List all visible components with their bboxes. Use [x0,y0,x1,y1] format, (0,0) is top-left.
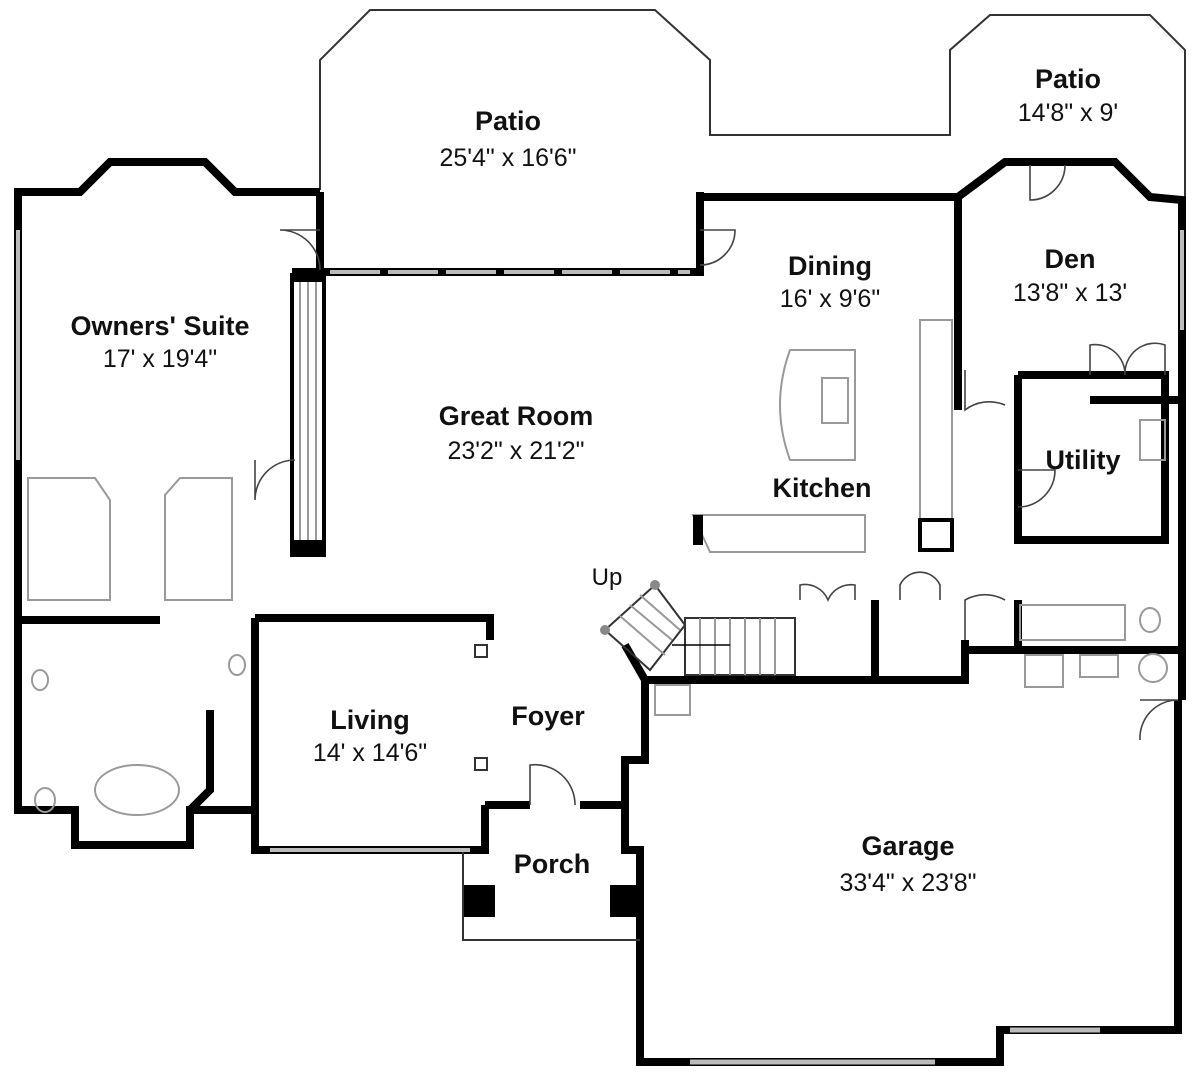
garage-size: 33'4" x 23'8" [839,869,976,897]
staircase: Up [592,564,796,676]
patio-main-name: Patio [475,106,541,136]
doors [254,164,1179,806]
owners-suite-size: 17' x 19'4" [103,345,217,373]
windows [16,230,1184,1065]
kitchen-island [779,349,856,461]
garage-name: Garage [861,831,954,861]
utility-name: Utility [1045,445,1120,475]
porch-column [463,885,495,917]
patio-side-name: Patio [1035,64,1101,94]
room-labels: Patio 25'4" x 16'6" Patio 14'8" x 9' Din… [71,64,1128,897]
patio-main-size: 25'4" x 16'6" [439,144,576,172]
walls [14,158,1186,1066]
fixtures [27,319,1168,816]
kitchen-counter [691,514,866,553]
patio-outlines [319,9,1186,200]
dining-size: 16' x 9'6" [780,285,880,313]
den-name: Den [1044,244,1095,274]
patio-side-size: 14'8" x 9' [1018,99,1118,127]
great-room-size: 23'2" x 21'2" [447,437,584,465]
kitchen-counter [919,319,953,521]
owners-suite-name: Owners' Suite [71,311,250,341]
porch-column [610,885,642,917]
den-size: 13'8" x 13' [1013,279,1127,307]
toilet [34,787,56,813]
living-size: 14' x 14'6" [313,739,427,767]
stairs-up-label: Up [592,564,623,591]
porch-name: Porch [514,849,591,879]
kitchen-name: Kitchen [772,473,871,503]
closet-shelving [27,477,111,601]
bathtub [94,764,180,816]
living-name: Living [330,705,410,735]
great-room-name: Great Room [439,401,594,431]
foyer-name: Foyer [511,701,585,731]
dining-name: Dining [788,251,872,281]
